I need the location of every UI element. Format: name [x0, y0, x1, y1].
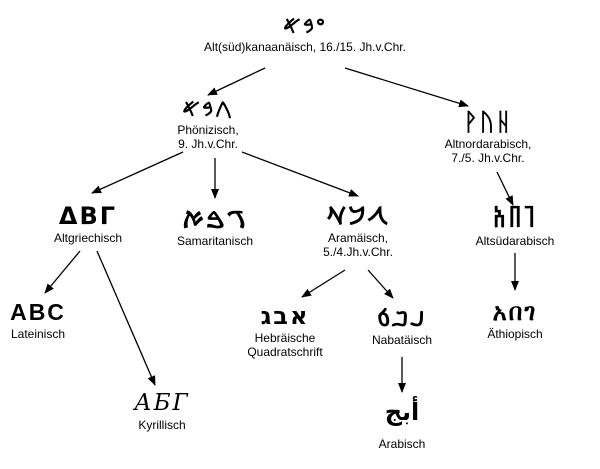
arrow-aramaic-hebrew [301, 269, 346, 298]
node-canaanite: 𐤏𐤁𐤀 Alt(süd)kanaanäisch, 16./15. Jh.v.Ch… [204, 10, 406, 54]
node-old-south-arabian: 𐩴𐩨𐩱 Altsüdarabisch [476, 204, 555, 248]
old-north-arabian-label-line1: Altnordarabisch, [444, 137, 532, 151]
arrow-aramaic-nabataean [367, 269, 394, 299]
hebrew-glyphs: אבג [260, 302, 310, 330]
cyrillic-glyphs: АБГ [134, 390, 190, 416]
arrow-canaanite-phoenician [207, 67, 266, 96]
node-hebrew: אבג Hebräische Quadratschrift [247, 301, 322, 359]
aramaic-label-line1: Aramäisch, [327, 231, 389, 245]
node-phoenician: 𐤂𐤁𐤀 Phönizisch, 9. Jh.v.Chr. [177, 93, 238, 151]
nabataean-glyphs: 𐢃𐢂𐢁 [377, 304, 427, 332]
aramaic-glyphs: 𐡂𐡁𐡀 [326, 202, 390, 230]
cyrillic-label: Kyrillisch [138, 418, 186, 432]
node-arabic: أبج Arabisch [379, 397, 426, 451]
latin-glyphs: ABC [10, 299, 66, 325]
arrow-phoenician-aramaic [241, 151, 359, 197]
node-old-north-arabian: ᚹᚢᚺ Altnordarabisch, 7./5. Jh.v.Chr. [445, 107, 532, 165]
hebrew-label-line1: Hebräische [254, 331, 316, 345]
nabataean-label: Nabatäisch [371, 333, 433, 347]
node-cyrillic: АБГ Kyrillisch [134, 388, 190, 432]
canaanite-glyphs: 𐤏𐤁𐤀 [283, 11, 327, 39]
arrow-greek-cyrillic [96, 250, 156, 386]
phoenician-label-line2: 9. Jh.v.Chr. [178, 137, 238, 151]
node-nabataean: 𐢃𐢂𐢁 Nabatäisch [372, 303, 432, 347]
aramaic-label-line2: 5./4.Jh.v.Chr. [323, 245, 393, 259]
node-latin: ABC Lateinisch [10, 297, 66, 341]
samaritan-label: Samaritanisch [176, 234, 254, 248]
old-north-arabian-glyphs: ᚹᚢᚺ [463, 108, 513, 136]
samaritan-glyphs: ࠂࠁࠀ [182, 205, 248, 233]
greek-glyphs: ΔΒΓ [58, 202, 118, 230]
old-north-arabian-label-line2: 7./5. Jh.v.Chr. [451, 151, 525, 165]
node-samaritan: ࠂࠁࠀ Samaritanisch [177, 204, 253, 248]
arrow-canaanite-north-arabian [344, 67, 469, 108]
arrow-phoenician-greek [91, 151, 184, 194]
arabic-glyphs: أبج [384, 398, 420, 426]
arabic-label: Arabisch [378, 437, 426, 451]
node-greek: ΔΒΓ Altgriechisch [54, 201, 122, 245]
node-aramaic: 𐡂𐡁𐡀 Aramäisch, 5./4.Jh.v.Chr. [323, 201, 393, 259]
greek-label: Altgriechisch [53, 231, 123, 245]
old-south-arabian-label: Altsüdarabisch [475, 234, 555, 248]
node-ethiopic: አበገ Äthiopisch [487, 297, 542, 341]
ethiopic-glyphs: አበገ [492, 298, 538, 326]
arrow-greek-latin [44, 250, 81, 294]
hebrew-label-line2: Quadratschrift [247, 345, 323, 359]
old-south-arabian-glyphs: 𐩴𐩨𐩱 [492, 205, 538, 233]
phoenician-glyphs: 𐤂𐤁𐤀 [182, 94, 234, 122]
canaanite-label: Alt(süd)kanaanäisch, 16./15. Jh.v.Chr. [204, 40, 406, 54]
latin-label: Lateinisch [10, 327, 66, 341]
ethiopic-label: Äthiopisch [487, 327, 543, 341]
phoenician-label-line1: Phönizisch, [177, 123, 239, 137]
arrow-north-south-arabian [496, 171, 514, 206]
